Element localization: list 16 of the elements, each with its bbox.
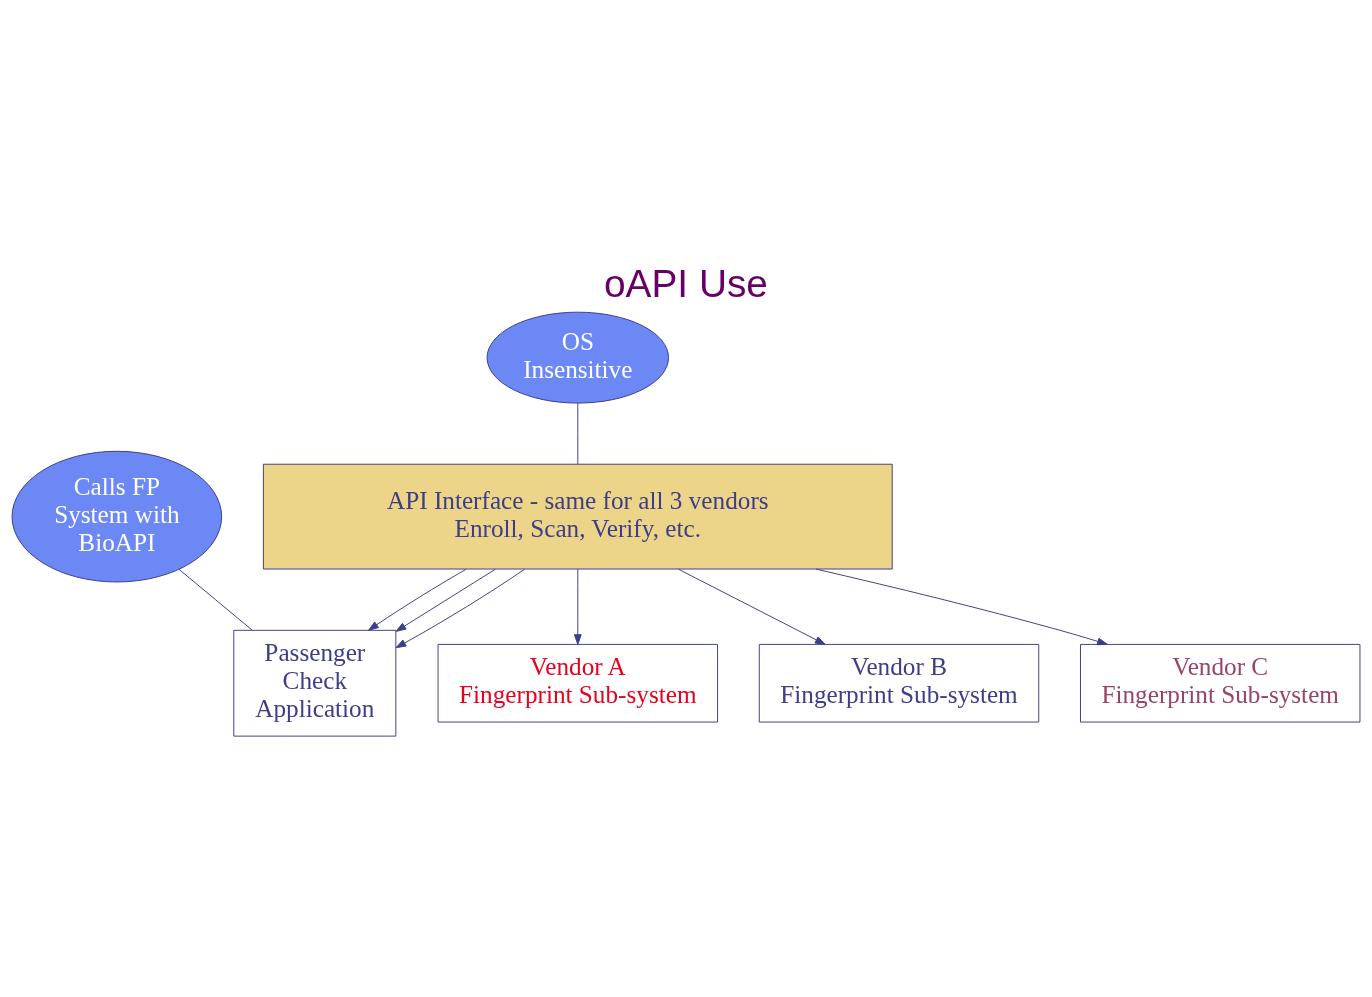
node-ellipse: OS Insensitive xyxy=(486,311,669,404)
arrow xyxy=(368,568,467,631)
connector xyxy=(577,402,579,464)
diagram-title: oAPI Use xyxy=(604,261,768,305)
node-box: API Interface - same for all 3 vendors Enroll, Scan, Verify, etc. xyxy=(262,463,893,569)
node-box: Vendor C Fingerprint Sub-system xyxy=(1080,643,1361,723)
node-box: Vendor A Fingerprint Sub-system xyxy=(437,643,719,723)
arrow xyxy=(573,568,582,645)
arrow xyxy=(395,568,526,648)
arrow xyxy=(395,568,496,632)
arrow xyxy=(678,568,826,645)
node-box: Passenger Check Application xyxy=(233,629,397,737)
connector xyxy=(178,568,253,631)
node-ellipse: Calls FP System with BioAPI xyxy=(11,450,223,582)
arrow xyxy=(815,568,1108,645)
node-box: Vendor B Fingerprint Sub-system xyxy=(758,643,1040,723)
